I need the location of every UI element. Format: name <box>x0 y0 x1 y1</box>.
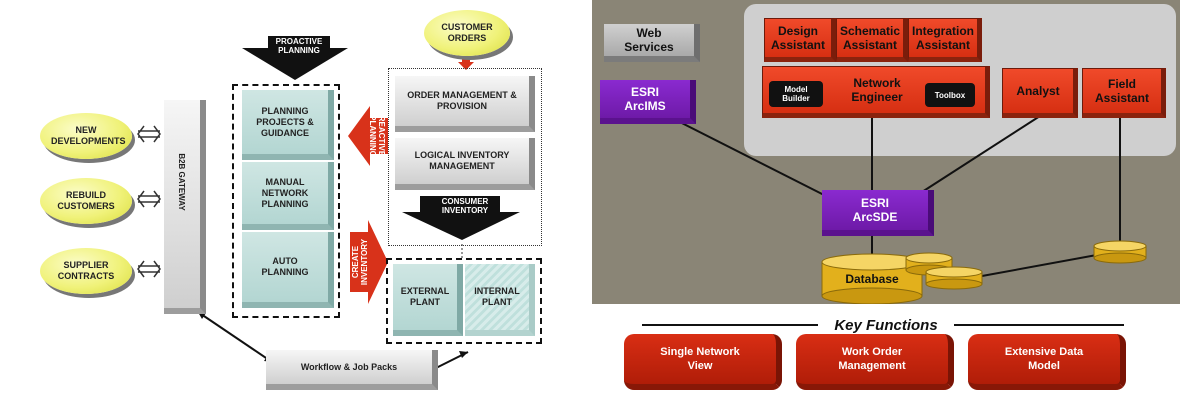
consumer-inventory-arrow <box>402 196 520 240</box>
create-inventory-label: CREATE INVENTORY <box>351 238 369 286</box>
new-developments-ellipse: NEW DEVELOPMENTS <box>40 113 132 159</box>
planning-projects-label: PLANNING PROJECTS & GUIDANCE <box>256 105 314 138</box>
double-arrow-icon <box>137 125 161 278</box>
analyst-label: Analyst <box>1016 84 1060 98</box>
network-engineer-label: Network Engineer <box>851 76 903 104</box>
field-assistant-label: Field Assistant <box>1094 77 1150 105</box>
key-functions-line-left <box>642 324 818 326</box>
integration-assistant-box: Integration Assistant <box>908 18 982 62</box>
model-builder-box: Model Builder <box>769 81 823 107</box>
schematic-assistant-box: Schematic Assistant <box>836 18 908 62</box>
web-services-box: Web Services <box>604 24 700 62</box>
integration-assistant-label: Integration Assistant <box>912 24 974 52</box>
supplier-contracts-ellipse: SUPPLIER CONTRACTS <box>40 248 132 294</box>
function-extensive-data-model: Extensive Data Model <box>968 334 1126 390</box>
rebuild-customers-ellipse: REBUILD CUSTOMERS <box>40 178 132 224</box>
external-plant-box: EXTERNAL PLANT <box>393 264 463 336</box>
order-management-label: ORDER MANAGEMENT & PROVISION <box>407 90 517 111</box>
right-architecture-diagram: Web Services ESRI ArcIMS Design Assistan… <box>592 0 1180 400</box>
b2b-gateway-label: B2B GATEWAY <box>177 153 187 211</box>
workflow-label: Workflow & Job Packs <box>300 361 398 372</box>
auto-planning-box: AUTO PLANNING <box>242 232 334 308</box>
external-plant-label: EXTERNAL PLANT <box>400 286 450 307</box>
manual-network-planning-label: MANUAL NETWORK PLANNING <box>261 176 309 209</box>
right-connectors <box>663 113 1147 304</box>
toolbox-label: Toolbox <box>934 90 966 100</box>
rebuild-customers-label: REBUILD CUSTOMERS <box>57 190 115 211</box>
create-inventory-arrow <box>350 220 388 304</box>
design-assistant-box: Design Assistant <box>764 18 836 62</box>
web-services-label: Web Services <box>624 26 674 54</box>
esri-arcims-label: ESRI ArcIMS <box>624 85 666 113</box>
order-management-box: ORDER MANAGEMENT & PROVISION <box>395 76 535 132</box>
design-assistant-label: Design Assistant <box>770 24 826 52</box>
auto-planning-label: AUTO PLANNING <box>261 256 309 277</box>
model-builder-label: Model Builder <box>782 85 810 103</box>
key-functions-line-right <box>954 324 1124 326</box>
internal-plant-label: INTERNAL PLANT <box>474 286 520 307</box>
b2b-gateway: B2B GATEWAY <box>164 100 206 314</box>
toolbox-box: Toolbox <box>925 83 975 107</box>
database-cylinder-small <box>905 240 1147 290</box>
left-architecture-diagram: PROACTIVE PLANNING CUSTOMER ORDERS NEW D… <box>40 10 542 390</box>
database-cylinder <box>821 253 923 304</box>
customer-orders-label: CUSTOMER ORDERS <box>441 22 493 43</box>
left-connectors <box>137 36 520 371</box>
new-developments-label: NEW DEVELOPMENTS <box>51 125 126 146</box>
field-assistant-box: Field Assistant <box>1082 68 1166 118</box>
esri-arcsde-label: ESRI ArcSDE <box>852 196 898 224</box>
database-label: Database <box>845 272 899 286</box>
proactive-planning-label: PROACTIVE PLANNING <box>275 37 323 55</box>
planning-projects-box: PLANNING PROJECTS & GUIDANCE <box>242 90 334 160</box>
customer-orders-arrow <box>458 58 474 70</box>
function-extensive-data-model-label: Extensive Data Model <box>1004 346 1084 372</box>
customer-orders-ellipse: CUSTOMER ORDERS <box>424 10 510 56</box>
proactive-planning-arrow <box>242 36 348 80</box>
workflow-box: Workflow & Job Packs <box>266 350 438 390</box>
manual-network-planning-box: MANUAL NETWORK PLANNING <box>242 162 334 230</box>
logical-inventory-label: LOGICAL INVENTORY MANAGEMENT <box>414 150 510 171</box>
esri-arcims-box: ESRI ArcIMS <box>600 80 696 124</box>
function-single-network-view: Single Network View <box>624 334 782 390</box>
internal-plant-box: INTERNAL PLANT <box>465 264 535 336</box>
consumer-inventory-label: CONSUMER INVENTORY <box>441 197 489 215</box>
order-inventory-container <box>388 68 542 246</box>
supplier-contracts-label: SUPPLIER CONTRACTS <box>57 260 115 281</box>
reactive-planning-label: REACTIVE PLANNING <box>368 115 386 157</box>
function-work-order-management: Work Order Management <box>796 334 954 390</box>
logical-inventory-box: LOGICAL INVENTORY MANAGEMENT <box>395 138 535 190</box>
planning-container <box>232 84 340 318</box>
function-single-network-view-label: Single Network View <box>660 346 740 372</box>
analyst-box: Analyst <box>1002 68 1078 118</box>
reactive-planning-arrow <box>348 106 388 166</box>
key-functions-title: Key Functions <box>834 316 938 334</box>
plant-container <box>386 258 542 344</box>
network-engineer-box: Network Engineer Model Builder Toolbox <box>762 66 990 118</box>
schematic-assistant-label: Schematic Assistant <box>839 24 901 52</box>
function-work-order-management-label: Work Order Management <box>838 346 906 372</box>
esri-arcsde-box: ESRI ArcSDE <box>822 190 934 236</box>
